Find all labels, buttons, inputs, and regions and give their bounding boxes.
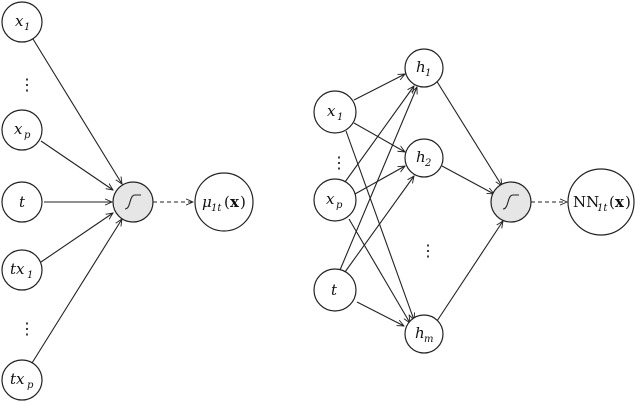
left-input-xp: x p (1, 109, 43, 151)
left-input-txp: tx p (1, 359, 43, 401)
hidden-node-hm: h m (404, 314, 444, 354)
right-sigmoid-node (490, 181, 532, 223)
right-input-xp: x p (313, 178, 357, 222)
right-ellipsis-hidden: ⋮ (420, 241, 436, 260)
edge-hm-to-sigmoid (436, 221, 503, 322)
svg-text:x: x (14, 120, 23, 138)
svg-text:x: x (326, 190, 335, 208)
left-edges (31, 38, 193, 364)
svg-text:x: x (230, 193, 240, 211)
edge-xp-to-sigmoid (40, 140, 113, 190)
edge-h1-to-sigmoid (435, 79, 502, 186)
hidden-node-h1: h 1 (404, 48, 444, 88)
edge-x1-to-h2 (353, 122, 405, 152)
right-input-t: t (313, 268, 357, 312)
edge-xp-to-hm (348, 218, 410, 323)
svg-text:(: ( (224, 193, 230, 211)
svg-text:2: 2 (424, 158, 431, 169)
edge-txp-to-sigmoid (31, 219, 122, 364)
svg-text:x: x (15, 12, 24, 30)
right-ellipsis-inputs: ⋮ (331, 153, 347, 172)
svg-text:tx: tx (10, 370, 25, 388)
left-ellipsis-top: ⋮ (19, 75, 35, 94)
left-input-tx1: tx 1 (1, 249, 43, 291)
edge-x1-to-h1 (353, 74, 405, 101)
svg-text:x: x (615, 193, 625, 211)
edge-x1-to-hm (345, 130, 414, 320)
svg-text:h: h (416, 58, 426, 76)
svg-text:p: p (27, 380, 34, 391)
svg-text:t: t (19, 193, 26, 211)
left-input-x1: x 1 (1, 1, 43, 43)
hidden-node-h2: h 2 (404, 138, 444, 178)
svg-text:1: 1 (27, 270, 33, 281)
svg-text:p: p (336, 200, 343, 211)
svg-text:tx: tx (10, 260, 25, 278)
right-output-nn: NN 1t ( x ) (567, 168, 635, 236)
edge-t-to-hm (356, 301, 404, 326)
right-edges (339, 74, 567, 326)
svg-text:): ) (625, 193, 631, 211)
svg-text:): ) (240, 193, 246, 211)
left-sigmoid-node (112, 181, 154, 223)
svg-text:p: p (24, 130, 31, 141)
svg-text:1: 1 (24, 22, 30, 33)
left-output-mu: μ 1t ( x ) (194, 172, 254, 232)
svg-text:1t: 1t (211, 203, 222, 214)
edge-t-to-h1 (339, 87, 417, 271)
svg-text:1: 1 (337, 112, 343, 123)
edge-x1-to-sigmoid (32, 38, 122, 184)
svg-text:t: t (331, 281, 338, 299)
sigmoid-icon (124, 194, 141, 210)
svg-text:NN: NN (573, 193, 599, 211)
edge-t-to-h2 (344, 176, 414, 273)
left-ellipsis-bottom: ⋮ (19, 319, 35, 338)
edge-xp-to-h2 (354, 166, 405, 195)
right-input-x1: x 1 (313, 90, 357, 134)
edge-xp-to-h1 (344, 86, 414, 183)
svg-text:h: h (416, 148, 426, 166)
svg-text:1t: 1t (597, 203, 608, 214)
edge-tx1-to-sigmoid (40, 213, 113, 263)
svg-text:1: 1 (425, 68, 431, 79)
edge-h2-to-sigmoid (441, 165, 494, 194)
left-input-t: t (1, 181, 43, 223)
svg-text:m: m (424, 334, 433, 345)
svg-text:(: ( (609, 193, 615, 211)
svg-text:h: h (415, 324, 425, 342)
svg-text:x: x (327, 102, 336, 120)
svg-text:μ: μ (202, 193, 212, 211)
sigmoid-icon (502, 194, 519, 210)
